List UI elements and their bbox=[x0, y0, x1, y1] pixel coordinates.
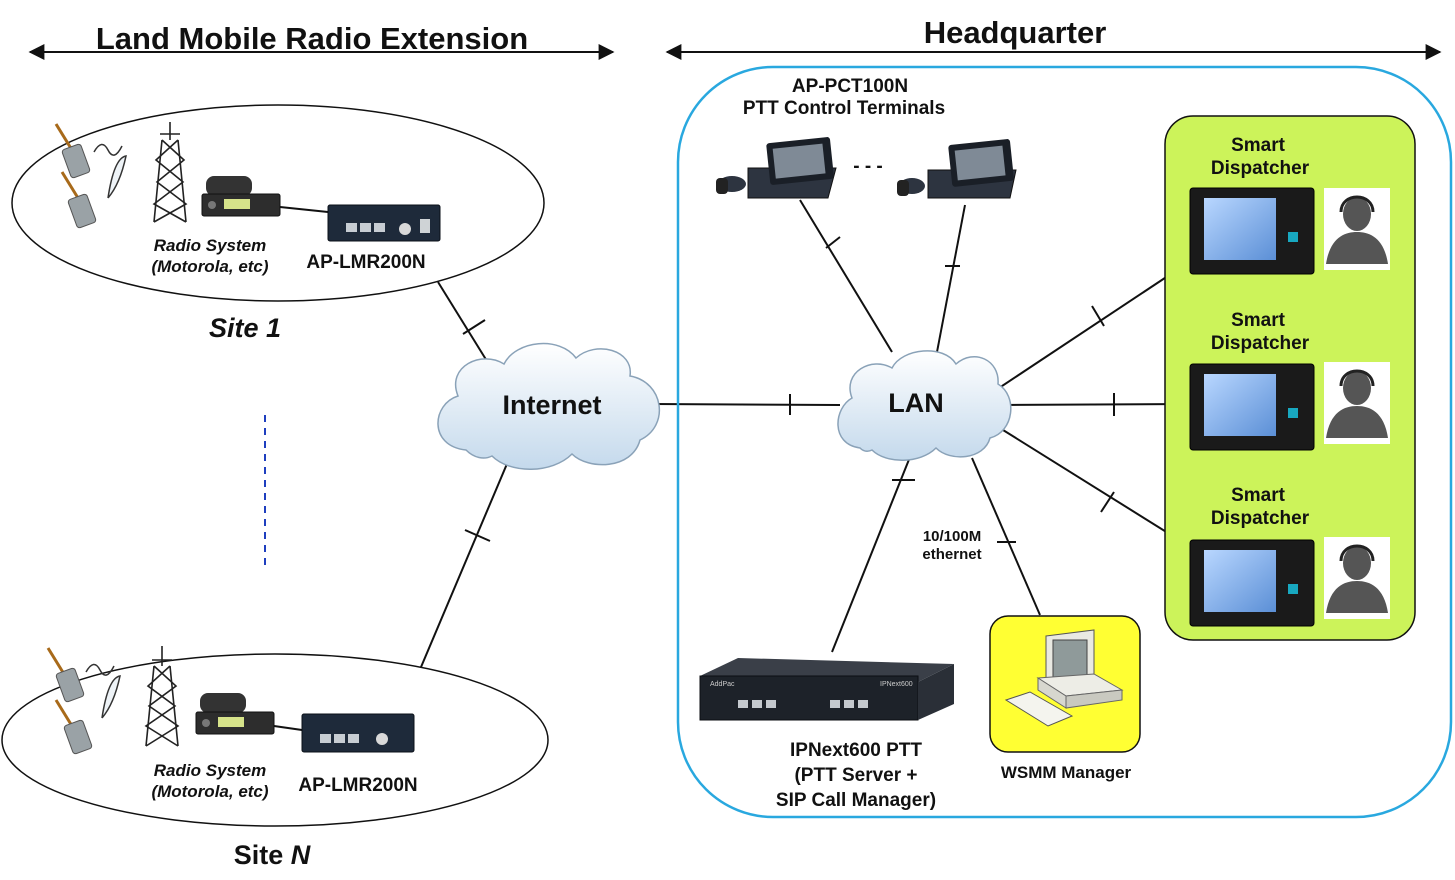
terminals-model-label: AP-PCT100N bbox=[792, 76, 908, 97]
link-lan-dispatcher2 bbox=[1002, 403, 1193, 406]
headquarter-header: Headquarter bbox=[665, 15, 1442, 60]
site-n-device-label: AP-LMR200N bbox=[298, 775, 417, 796]
server-role-label-2: SIP Call Manager) bbox=[776, 790, 936, 811]
connection-lines bbox=[401, 199, 1193, 713]
site-1-device-label: AP-LMR200N bbox=[306, 252, 425, 273]
internet-cloud: Internet bbox=[437, 342, 661, 470]
site-n-label: Site N bbox=[234, 840, 311, 870]
site-n-radio-system-note: (Motorola, etc) bbox=[151, 782, 268, 801]
radio-tower-icon bbox=[144, 646, 180, 747]
dispatcher-3-label-line2: Dispatcher bbox=[1211, 508, 1310, 529]
ethernet-type-label: ethernet bbox=[922, 546, 981, 563]
radio-signal-icon bbox=[101, 675, 121, 719]
operator-headset-icon bbox=[1324, 537, 1390, 619]
headquarter-title: Headquarter bbox=[924, 15, 1107, 50]
link-terminal1-lan bbox=[799, 199, 893, 353]
server-name-label: IPNext600 PTT bbox=[790, 740, 922, 761]
link-lan-server bbox=[831, 451, 913, 653]
mobile-radio-icon bbox=[195, 693, 275, 735]
radio-tower-icon bbox=[152, 122, 188, 223]
lmr-extension-title: Land Mobile Radio Extension bbox=[96, 21, 528, 56]
link-site1-internet bbox=[437, 281, 491, 367]
operator-headset-icon bbox=[1324, 188, 1390, 270]
link-lan-dispatcher1 bbox=[992, 259, 1193, 393]
terminals-ellipsis: - - - bbox=[853, 156, 883, 177]
ethernet-speed-label: 10/100M bbox=[923, 528, 981, 545]
dispatcher-console-icon bbox=[1189, 363, 1315, 451]
dispatcher-1-label-line2: Dispatcher bbox=[1211, 158, 1310, 179]
site-1: Radio System (Motorola, etc) AP-LMR200N bbox=[11, 104, 545, 302]
desktop-computer-icon bbox=[1004, 629, 1124, 727]
link-terminal2-lan bbox=[936, 204, 966, 353]
dispatcher-2-label-line1: Smart bbox=[1231, 310, 1286, 331]
ipnext600-server-icon: AddPac IPNext600 bbox=[699, 658, 954, 721]
dispatcher-2-label-line2: Dispatcher bbox=[1211, 333, 1310, 354]
dispatcher-console-icon bbox=[1189, 539, 1315, 627]
ap-lmr200n-device-icon bbox=[327, 204, 441, 242]
headquarter-boundary bbox=[676, 65, 1453, 819]
handheld-radio-icon bbox=[54, 123, 97, 229]
site-1-label: Site 1 bbox=[209, 313, 281, 343]
link-internet-lan bbox=[651, 403, 841, 406]
site-n: Radio System (Motorola, etc) AP-LMR200N bbox=[1, 646, 549, 827]
ap-lmr200n-device-icon bbox=[301, 713, 415, 753]
site-n-boundary bbox=[1, 653, 549, 827]
site-1-radio-system-note: (Motorola, etc) bbox=[151, 257, 268, 276]
ptt-control-terminal-icon bbox=[716, 137, 837, 199]
lan-label: LAN bbox=[888, 388, 944, 418]
lan-cloud: LAN bbox=[837, 350, 1012, 461]
ptt-control-terminal-icon bbox=[897, 139, 1017, 199]
wsmm-manager-label: WSMM Manager bbox=[1001, 763, 1132, 782]
handheld-radio-icon bbox=[46, 647, 93, 755]
radio-wave-icon bbox=[85, 663, 115, 676]
site-1-radio-system-label: Radio System bbox=[154, 236, 266, 255]
lmr-extension-header: Land Mobile Radio Extension bbox=[28, 21, 615, 60]
smart-dispatcher-3: Smart Dispatcher bbox=[1189, 485, 1390, 627]
operator-headset-icon bbox=[1324, 362, 1390, 444]
smart-dispatcher-1: Smart Dispatcher bbox=[1189, 135, 1390, 275]
server-brand-text: AddPac bbox=[710, 681, 735, 688]
internet-label: Internet bbox=[502, 390, 601, 420]
smart-dispatcher-2: Smart Dispatcher bbox=[1189, 310, 1390, 451]
link-lan-dispatcher3 bbox=[1002, 429, 1193, 549]
site-n-radio-system-label: Radio System bbox=[154, 761, 266, 780]
server-model-text: IPNext600 bbox=[880, 681, 913, 688]
mobile-radio-icon bbox=[201, 176, 281, 217]
radio-signal-icon bbox=[107, 155, 127, 199]
wsmm-manager-panel: WSMM Manager bbox=[989, 615, 1141, 782]
dispatcher-1-label-line1: Smart bbox=[1231, 135, 1286, 156]
dispatcher-3-label-line1: Smart bbox=[1231, 485, 1286, 506]
radio-wave-icon bbox=[93, 143, 123, 156]
terminals-description-label: PTT Control Terminals bbox=[743, 98, 945, 119]
server-role-label: (PTT Server + bbox=[794, 765, 917, 786]
link-lan-manager bbox=[971, 457, 1041, 616]
dispatcher-console-icon bbox=[1189, 187, 1315, 275]
